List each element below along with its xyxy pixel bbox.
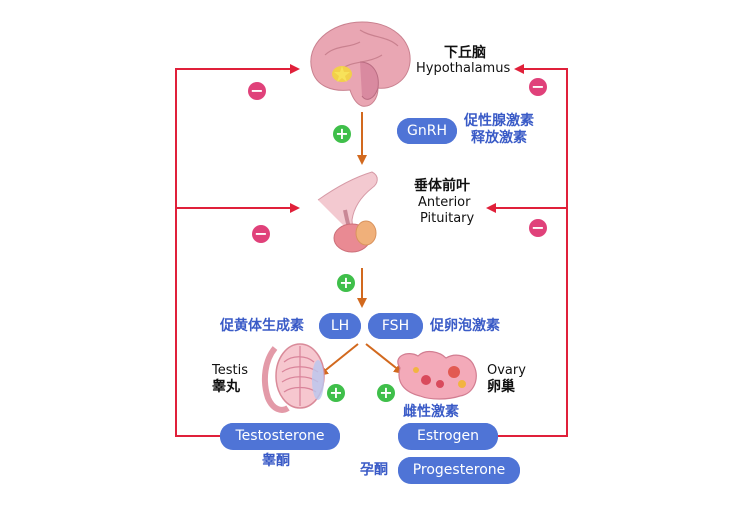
testosterone-label-cn: 睾酮 <box>262 453 290 469</box>
estrogen-pill-label: Estrogen <box>398 423 498 449</box>
ovary-illustration <box>397 350 477 400</box>
progesterone-label-cn: 孕酮 <box>360 462 388 478</box>
gnrh-label-cn-line2: 释放激素 <box>471 130 527 146</box>
fsh-pill-label: FSH <box>368 313 423 339</box>
hypothalamus-label-en: Hypothalamus <box>416 61 511 76</box>
plus-badge-gnrh: + <box>333 125 351 143</box>
fsh-label-cn: 促卵泡激素 <box>430 318 500 334</box>
gnrh-pill-label: GnRH <box>397 118 457 144</box>
minus-badge-hypothalamus-left: − <box>248 82 266 100</box>
minus-badge-pituitary-left: − <box>252 225 270 243</box>
plus-badge-pituitary: + <box>337 274 355 292</box>
testosterone-pill-label: Testosterone <box>220 423 340 449</box>
minus-badge-pituitary-right: − <box>529 219 547 237</box>
testis-label-cn: 睾丸 <box>212 379 240 395</box>
flow-arrows <box>318 112 404 377</box>
left-feedback-line <box>175 64 300 437</box>
ovary-label-cn: 卵巢 <box>487 379 515 395</box>
ovary-label-en: Ovary <box>487 363 526 378</box>
hypothalamus-label-cn: 下丘脑 <box>444 45 486 61</box>
gnrh-label-cn-line1: 促性腺激素 <box>464 113 534 129</box>
pituitary-illustration <box>317 171 378 253</box>
brain-illustration <box>310 21 411 107</box>
progesterone-pill-label: Progesterone <box>398 457 520 483</box>
plus-badge-testis: + <box>327 384 345 402</box>
right-feedback-line <box>486 64 568 437</box>
minus-badge-hypothalamus-right: − <box>529 78 547 96</box>
pituitary-label-en-line2: Pituitary <box>420 211 475 226</box>
estrogen-label-cn: 雌性激素 <box>403 404 459 420</box>
pituitary-label-cn: 垂体前叶 <box>414 178 470 194</box>
testis-label-en: Testis <box>212 363 248 378</box>
lh-label-cn: 促黄体生成素 <box>220 318 304 334</box>
testis-illustration <box>261 343 325 413</box>
plus-badge-ovary: + <box>377 384 395 402</box>
pituitary-label-en-line1: Anterior <box>418 195 471 210</box>
lh-pill-label: LH <box>319 313 361 339</box>
